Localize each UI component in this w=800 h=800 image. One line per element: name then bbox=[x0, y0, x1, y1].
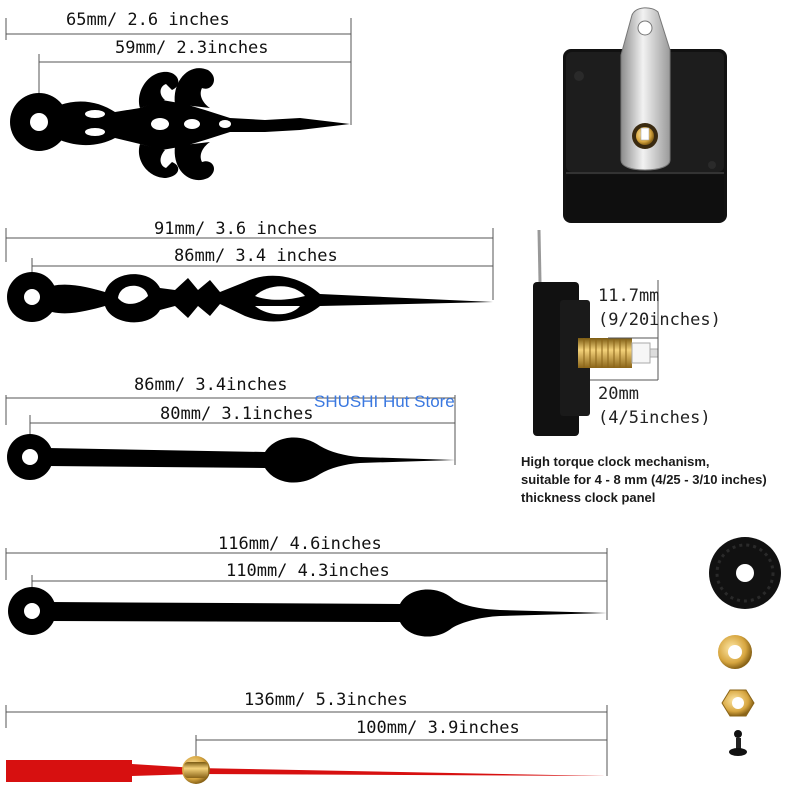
hand-3 bbox=[5, 395, 456, 483]
store-watermark: SHUSHI Hut Store bbox=[314, 392, 455, 411]
hand-2 bbox=[5, 228, 494, 323]
decorative-minute-hand-2 bbox=[7, 272, 493, 323]
hand-5 bbox=[5, 705, 608, 784]
hand-4-inner-label: 110mm/ 4.3inches bbox=[226, 561, 390, 581]
hand-1-hole bbox=[30, 113, 48, 131]
thread-length-inch-label: (4/5inches) bbox=[598, 408, 711, 428]
hand-5-total-label: 136mm/ 5.3inches bbox=[244, 690, 408, 710]
hand-5-inner-label: 100mm/ 3.9inches bbox=[356, 718, 520, 738]
clock-mechanism-front bbox=[563, 7, 727, 223]
hand-1-inner-label: 59mm/ 2.3inches bbox=[115, 38, 269, 58]
clock-key bbox=[729, 730, 747, 756]
description-line-3: thickness clock panel bbox=[521, 490, 656, 505]
hand-3-total-label: 86mm/ 3.4inches bbox=[134, 375, 288, 395]
hanger-bracket bbox=[620, 7, 671, 171]
hex-nut bbox=[721, 689, 755, 717]
hand-4-total-label: 116mm/ 4.6inches bbox=[218, 534, 382, 554]
rubber-washer bbox=[709, 537, 781, 609]
ornate-hour-hand-1 bbox=[10, 68, 350, 181]
description-line-2: suitable for 4 - 8 mm (4/25 - 3/10 inche… bbox=[521, 472, 767, 487]
brass-washer bbox=[718, 635, 752, 669]
hand-3-inner-label: 80mm/ 3.1inches bbox=[160, 404, 314, 424]
hand-1-total-label: 65mm/ 2.6 inches bbox=[66, 10, 230, 30]
spade-hand-4 bbox=[8, 587, 607, 637]
clock-mechanism-side bbox=[533, 229, 659, 436]
description-line-1: High torque clock mechanism, bbox=[521, 454, 710, 469]
spade-hand-3 bbox=[7, 434, 455, 483]
threaded-shaft bbox=[578, 338, 632, 368]
hand-1 bbox=[5, 18, 352, 181]
thread-length-label: 20mm bbox=[598, 384, 639, 404]
hand-2-total-label: 91mm/ 3.6 inches bbox=[154, 219, 318, 239]
shaft-length-label: 11.7mm bbox=[598, 286, 660, 306]
hand-2-inner-label: 86mm/ 3.4 inches bbox=[174, 246, 338, 266]
shaft-length-inch-label: (9/20inches) bbox=[598, 310, 721, 330]
red-second-hand bbox=[6, 756, 607, 784]
mechanism-description: High torque clock mechanism, suitable fo… bbox=[521, 453, 800, 507]
hand-4 bbox=[5, 548, 608, 637]
